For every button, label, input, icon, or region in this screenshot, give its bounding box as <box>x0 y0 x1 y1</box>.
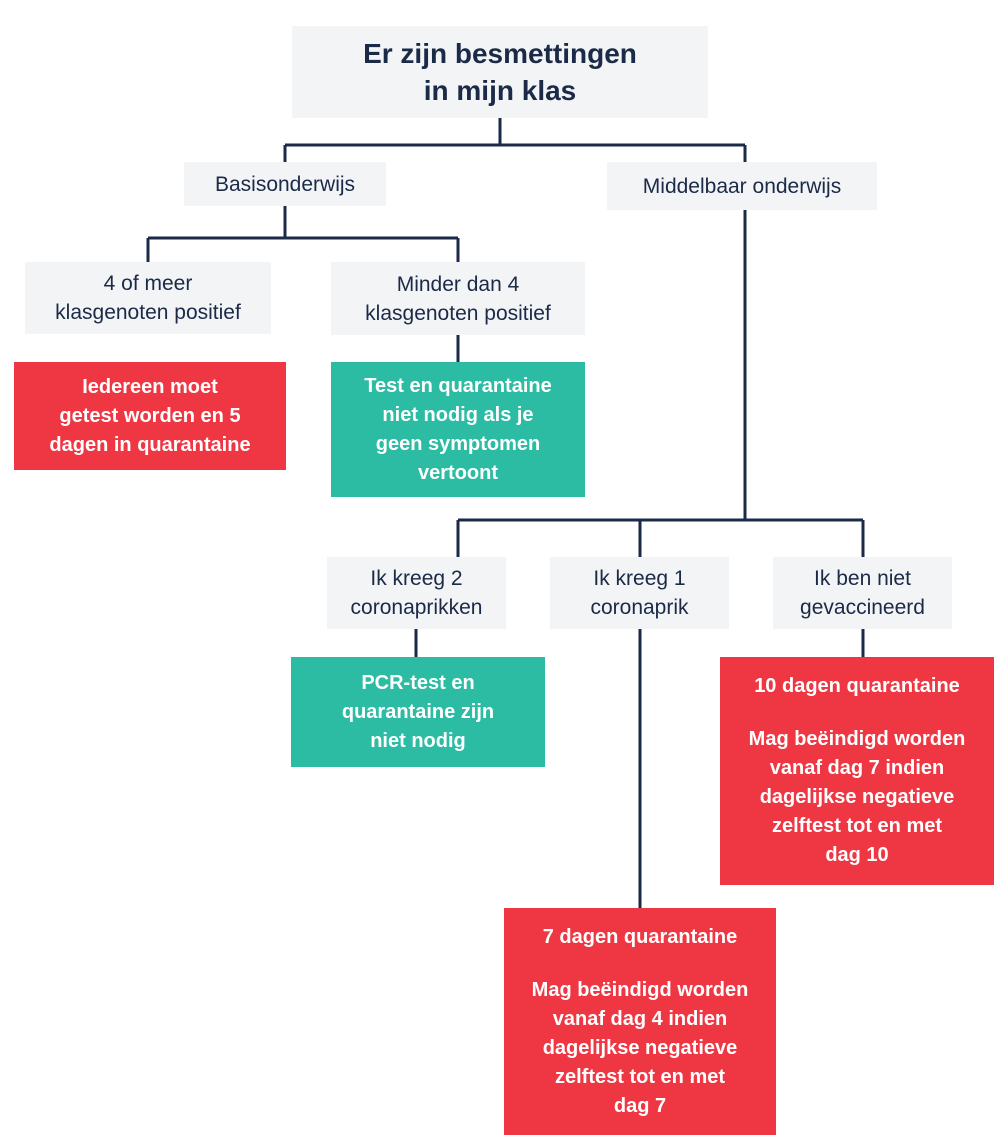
node-text-line: Test en quarantaine <box>364 374 552 397</box>
node-text-line: coronaprikken <box>350 596 483 619</box>
title-line: in mijn klas <box>423 75 577 106</box>
node-text-line: klasgenoten positief <box>55 301 241 324</box>
two-shots-box: Ik kreeg 2 coronaprikken <box>327 557 506 629</box>
node-text-line: Minder dan 4 <box>396 272 520 296</box>
node-text-line: geen symptomen <box>375 432 541 455</box>
node-text-line: getest worden en 5 <box>59 404 241 427</box>
node-text-line: Ik kreeg 2 <box>370 567 463 590</box>
node-heading: 7 dagen quarantaine <box>542 925 738 948</box>
everyone-tested-quarantine-box: Iedereen moet getest worden en 5 dagen i… <box>14 362 286 470</box>
basisonderwijs-label: Basisonderwijs <box>214 172 356 196</box>
node-text-line: zelftest tot en met <box>771 815 943 837</box>
node-text-line: klasgenoten positief <box>365 301 551 325</box>
node-text-line: quarantaine zijn <box>341 700 495 723</box>
node-text-line: dagelijkse negatieve <box>542 1036 738 1059</box>
not-vaccinated-box: Ik ben niet gevaccineerd <box>773 557 952 629</box>
middelbaar-onderwijs-box: Middelbaar onderwijs <box>607 162 877 210</box>
node-text-line: vertoont <box>418 461 498 484</box>
node-text-line: 4 of meer <box>103 272 193 295</box>
node-text-line: niet nodig <box>370 729 466 752</box>
node-text-line: dag 10 <box>825 844 889 866</box>
node-text-line: dagelijkse negatieve <box>759 786 955 808</box>
no-test-needed-box: Test en quarantaine niet nodig als je ge… <box>331 362 585 497</box>
connector-middelbaar-to-vaccination <box>456 210 865 557</box>
connector-basis-to-counts <box>146 206 460 262</box>
node-text-line: Iedereen moet <box>82 375 218 398</box>
seven-days-quarantine-box: 7 dagen quarantaine Mag beëindigd worden… <box>504 908 776 1135</box>
four-or-more-positive-box: 4 of meer klasgenoten positief <box>25 262 271 334</box>
one-shot-box: Ik kreeg 1 coronaprik <box>550 557 729 629</box>
basisonderwijs-box: Basisonderwijs <box>184 162 386 206</box>
node-text-line: vanaf dag 7 indien <box>769 757 945 779</box>
ten-days-quarantine-box: 10 dagen quarantaine Mag beëindigd worde… <box>720 657 994 885</box>
node-text-line: Ik kreeg 1 <box>593 567 686 590</box>
node-heading: 10 dagen quarantaine <box>754 675 960 697</box>
pcr-not-needed-box: PCR-test en quarantaine zijn niet nodig <box>291 657 545 767</box>
node-text-line: Ik ben niet <box>814 567 911 590</box>
title-line: Er zijn besmettingen <box>363 38 637 69</box>
less-than-four-positive-box: Minder dan 4 klasgenoten positief <box>331 262 585 335</box>
node-text-line: niet nodig als je <box>382 403 534 426</box>
middelbaar-onderwijs-label: Middelbaar onderwijs <box>642 174 842 198</box>
connector-title-to-branches <box>283 118 747 162</box>
node-text-line: coronaprik <box>590 596 689 619</box>
title-box: Er zijn besmettingen in mijn klas <box>292 26 708 118</box>
node-text-line: PCR-test en <box>361 671 475 694</box>
node-text-line: Mag beëindigd worden <box>531 978 749 1001</box>
node-text-line: dagen in quarantaine <box>49 433 251 456</box>
node-text-line: zelftest tot en met <box>554 1065 726 1088</box>
node-text-line: Mag beëindigd worden <box>748 728 966 750</box>
node-text-line: dag 7 <box>613 1094 667 1117</box>
node-text-line: gevaccineerd <box>800 596 925 619</box>
node-text-line: vanaf dag 4 indien <box>552 1007 728 1030</box>
